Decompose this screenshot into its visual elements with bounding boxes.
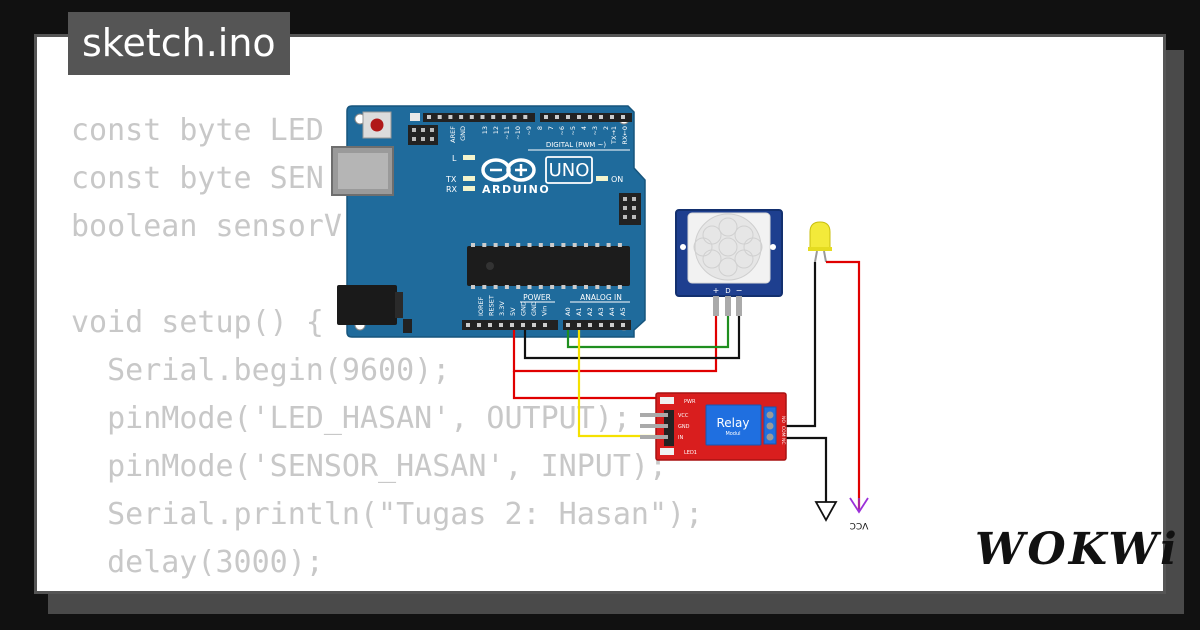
relay-module[interactable]: PWR LED1 VCC GND IN Relay Modul NO COM N… <box>640 392 787 461</box>
svg-text:D: D <box>725 287 730 295</box>
digital-pin-label: AREF <box>449 126 457 143</box>
svg-text:−: − <box>736 286 743 295</box>
svg-text:ANALOG IN: ANALOG IN <box>580 293 622 302</box>
digital-pin-label: 8 <box>536 126 544 130</box>
digital-pin-label: RX←0 <box>621 126 629 145</box>
code-line: void setup() { <box>71 305 324 340</box>
svg-text:VCC: VCC <box>678 413 689 419</box>
svg-text:GND: GND <box>678 424 690 430</box>
wire <box>512 316 718 373</box>
power-pin-label: GND <box>530 301 538 316</box>
pir-motion-sensor[interactable]: + D − <box>675 209 783 316</box>
power-pin-label: GND <box>519 301 527 316</box>
ground-symbol <box>814 501 838 522</box>
digital-label: DIGITAL (PWM ~) <box>546 141 607 149</box>
svg-text:NO: NO <box>780 416 786 423</box>
board-model: UNO <box>549 160 590 181</box>
power-pin-label: IOREF <box>477 296 485 316</box>
arduino-logo: ARDUINO UNO <box>481 156 593 196</box>
digital-header <box>423 113 632 122</box>
analog-pin-label: A1 <box>575 307 583 316</box>
svg-text:ARDUINO: ARDUINO <box>482 183 550 196</box>
digital-pin-label: 4 <box>580 126 588 130</box>
atmega-chip <box>467 243 630 289</box>
svg-text:POWER: POWER <box>523 293 551 302</box>
wire <box>772 436 828 502</box>
analog-pin-label: A4 <box>608 307 616 316</box>
digital-pin-label: ~3 <box>591 126 599 136</box>
sketch-filename[interactable]: sketch.ino <box>68 12 290 75</box>
svg-text:PWR: PWR <box>684 399 696 405</box>
power-pin-label: 5V <box>509 307 517 316</box>
wire <box>523 316 741 360</box>
code-line: Serial.begin(9600); <box>71 353 451 388</box>
vcc-label: VCC <box>850 520 869 530</box>
svg-text:+: + <box>713 286 720 295</box>
code-line: pinMode('SENSOR_HASAN', INPUT); <box>71 449 668 484</box>
svg-text:COM: COM <box>780 426 786 437</box>
icsp2-header <box>619 193 641 225</box>
svg-text:ON: ON <box>611 175 623 184</box>
code-line: const byte LED <box>71 113 324 148</box>
yellow-led[interactable] <box>808 221 832 263</box>
svg-text:IN: IN <box>678 435 683 441</box>
onboard-leds: L TX RX ON <box>445 154 623 194</box>
digital-pin-label: ~10 <box>514 126 522 140</box>
wire <box>566 316 730 349</box>
svg-text:Relay: Relay <box>717 416 750 430</box>
wokwi-logo: WOKWi <box>975 524 1180 575</box>
digital-pin-label: 2 <box>602 126 610 130</box>
svg-text:LED1: LED1 <box>684 450 697 456</box>
digital-pin-label: ~6 <box>558 126 566 136</box>
analog-pin-label: A5 <box>619 307 627 316</box>
digital-pin-label: ~9 <box>525 126 533 136</box>
analog-pin-label: A0 <box>564 307 572 316</box>
code-line: delay(3000); <box>71 545 324 580</box>
svg-text:L: L <box>452 154 457 163</box>
code-line: pinMode('LED_HASAN', OUTPUT); <box>71 401 631 436</box>
wire <box>512 371 660 400</box>
digital-pin-label: ~5 <box>569 126 577 136</box>
svg-text:TX: TX <box>445 175 457 184</box>
icsp-header <box>408 125 438 145</box>
digital-pin-label: GND <box>459 126 467 141</box>
code-line: const byte SEN <box>71 161 324 196</box>
power-jack <box>337 285 397 325</box>
reset-button[interactable] <box>362 111 392 139</box>
code-background: const byte LED const byte SEN boolean sens… <box>71 107 704 591</box>
code-line: Serial.println("Tugas 2: Hasan"); <box>71 497 704 532</box>
power-pin-label: 3.3V <box>498 301 506 316</box>
power-pin-label: RESET <box>488 295 496 316</box>
vcc-symbol: VCC <box>849 497 869 530</box>
digital-pin-label: TX→1 <box>610 126 618 145</box>
svg-text:NC: NC <box>780 438 786 445</box>
digital-pin-label: 7 <box>547 126 555 130</box>
wire <box>577 330 660 438</box>
power-pin-label: Vin <box>541 306 549 316</box>
digital-pin-label: 12 <box>492 126 500 134</box>
digital-pin-label: 13 <box>481 126 489 134</box>
digital-pin-label: ~11 <box>503 126 511 140</box>
relay-component <box>705 404 762 446</box>
code-line: boolean sensorV <box>71 209 342 244</box>
analog-pin-label: A3 <box>597 307 605 316</box>
svg-text:Modul: Modul <box>725 431 740 437</box>
analog-pin-label: A2 <box>586 307 594 316</box>
wire <box>826 260 861 510</box>
svg-text:RX: RX <box>446 185 458 194</box>
